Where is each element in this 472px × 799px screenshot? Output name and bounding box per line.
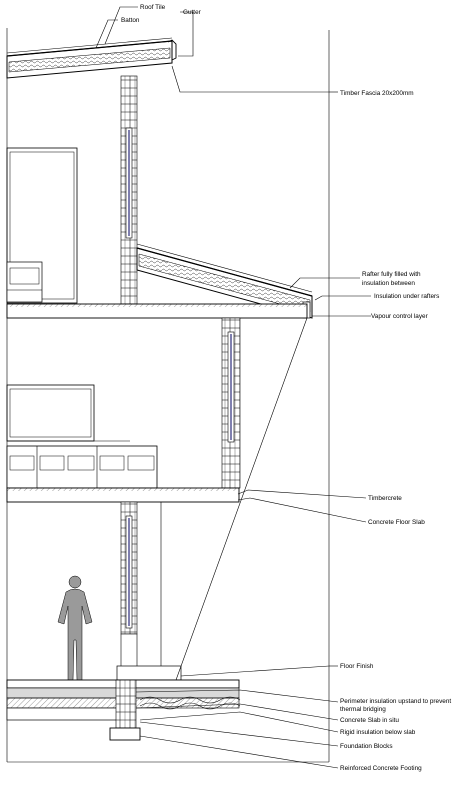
gutter-shape — [167, 39, 177, 61]
label-reinforced-footing: Reinforced Concrete Footing — [340, 765, 422, 772]
label-vapour-control-layer: Vapour control layer — [371, 313, 429, 320]
ground-floor-slab — [6, 487, 240, 503]
upper-roof — [6, 37, 177, 79]
label-perimeter-line2: thermal bridging — [340, 706, 386, 713]
middle-floor-interior — [6, 384, 158, 489]
ground-slab-foundation — [6, 665, 241, 741]
middle-wall-column — [221, 317, 241, 489]
label-concrete-slab-in-situ: Concrete Slab in situ — [340, 717, 399, 724]
label-perimeter-line1: Perimeter insulation upstand to prevent — [340, 698, 451, 705]
top-floor-interior — [6, 147, 78, 304]
drawing-frame — [6, 28, 330, 763]
label-foundation-blocks: Foundation Blocks — [340, 743, 393, 750]
label-timbercrete: Timbercrete — [368, 495, 402, 502]
label-roof-tile: Roof Tile — [140, 4, 166, 11]
upper-wall-column — [120, 75, 138, 305]
label-floor-finish: Floor Finish — [340, 663, 374, 670]
label-gutter: Gutter — [183, 9, 202, 16]
ground-wall-column — [120, 501, 162, 683]
first-floor-slab — [6, 303, 308, 319]
label-rafter-line1: Rafter fully filled with — [362, 271, 421, 278]
lower-roof — [136, 243, 313, 319]
person-silhouette — [57, 575, 93, 681]
labels: Roof Tile Batton Gutter Timber Fascia 20… — [121, 4, 451, 772]
label-batton: Batton — [121, 17, 140, 24]
label-concrete-floor-slab: Concrete Floor Slab — [368, 519, 425, 526]
label-timber-fascia: Timber Fascia 20x200mm — [340, 90, 414, 97]
label-insulation-under-rafters: Insulation under rafters — [374, 293, 439, 300]
leader-lines — [95, 6, 371, 769]
label-rafter-line2: insulation between — [362, 280, 415, 287]
label-rigid-insulation: Rigid insulation below slab — [340, 729, 416, 736]
